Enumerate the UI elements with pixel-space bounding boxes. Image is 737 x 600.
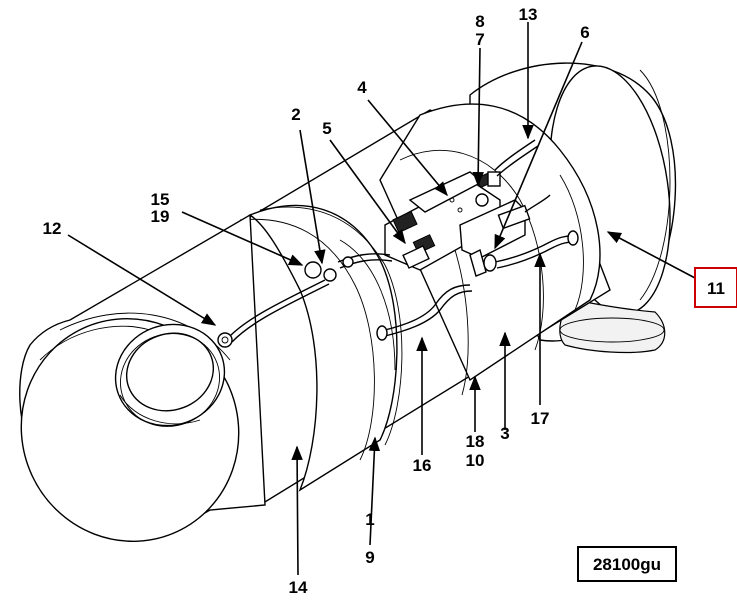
callout-18: 18: [466, 432, 485, 451]
leader-5: [329, 139, 406, 245]
leader-7-8: [472, 47, 484, 187]
callout-13: 13: [519, 5, 538, 24]
sensor-line-12: [217, 279, 330, 348]
rear-section: [399, 149, 584, 396]
callout-5: 5: [322, 119, 331, 138]
callout-10: 10: [466, 451, 485, 470]
callout-4: 4: [357, 78, 367, 97]
inlet-pipe: [114, 323, 226, 427]
callout-11: 11: [707, 279, 725, 298]
callout-16: 16: [413, 456, 432, 475]
leader-4: [367, 99, 448, 197]
leader-6: [494, 41, 583, 250]
callout-15: 15: [151, 190, 170, 209]
callout-labels: 1 9 2 3 4 5 6 8 7 18 10 11 12 13 14 15 1…: [43, 5, 725, 597]
leader-11: [606, 231, 696, 279]
leader-15-19: [181, 211, 304, 266]
figure-id-box: 28100gu: [577, 546, 677, 582]
callout-14: 14: [289, 578, 308, 597]
leader-12: [67, 234, 217, 326]
callout-3: 3: [500, 424, 509, 443]
leader-2: [299, 129, 326, 265]
sensor-line-15: [304, 253, 393, 282]
callout-2: 2: [291, 105, 300, 124]
sensor-line-17: [483, 230, 579, 272]
figure-id: 28100gu: [593, 555, 661, 574]
leader-1-9: [368, 436, 381, 546]
callout-17: 17: [531, 409, 550, 428]
callout-1: 1: [365, 510, 374, 529]
callout-6: 6: [580, 23, 589, 42]
callout-19: 19: [151, 207, 170, 226]
callout-8: 8: [475, 12, 484, 31]
callout-9: 9: [365, 548, 374, 567]
leader-lines: [67, 22, 696, 576]
sensor-line-16: [376, 284, 473, 341]
leader-14: [291, 445, 303, 576]
callout-11-highlight-box: [694, 267, 737, 308]
callout-7: 7: [475, 30, 484, 49]
wire-harness: [494, 139, 551, 213]
callout-12: 12: [43, 219, 62, 238]
